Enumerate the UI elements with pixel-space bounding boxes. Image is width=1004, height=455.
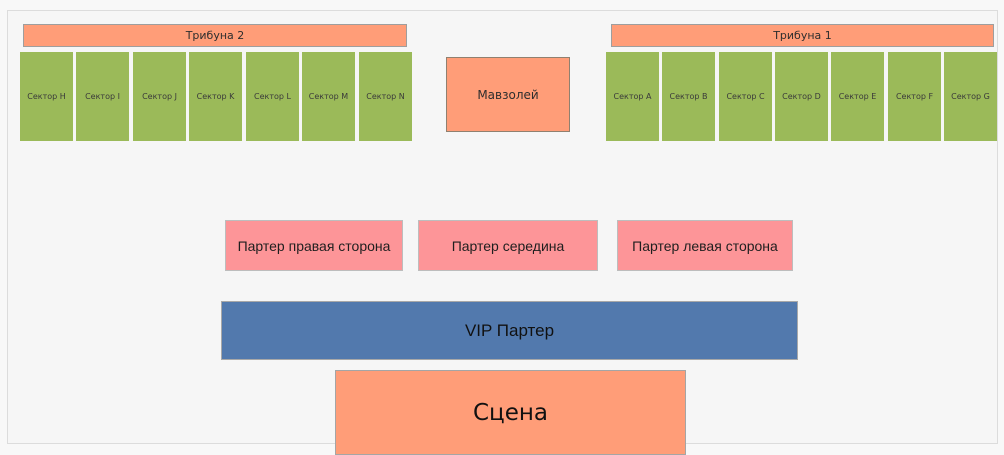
sector-n[interactable]: Сектор N xyxy=(359,52,412,141)
sector-m[interactable]: Сектор M xyxy=(302,52,355,141)
sector-e[interactable]: Сектор E xyxy=(831,52,884,141)
parterre-left-side[interactable]: Партер левая сторона xyxy=(617,220,793,271)
tribune-1-header: Трибуна 1 xyxy=(611,24,994,47)
vip-parterre[interactable]: VIP Партер xyxy=(221,301,798,360)
sector-j[interactable]: Сектор J xyxy=(133,52,186,141)
parterre-middle[interactable]: Партер середина xyxy=(418,220,598,271)
sector-l[interactable]: Сектор L xyxy=(246,52,299,141)
tribune-2-header: Трибуна 2 xyxy=(23,24,407,47)
sector-g[interactable]: Сектор G xyxy=(944,52,997,141)
sector-b[interactable]: Сектор B xyxy=(662,52,715,141)
sector-a[interactable]: Сектор A xyxy=(606,52,659,141)
sector-c[interactable]: Сектор C xyxy=(719,52,772,141)
sector-d[interactable]: Сектор D xyxy=(775,52,828,141)
sector-f[interactable]: Сектор F xyxy=(888,52,941,141)
sector-i[interactable]: Сектор I xyxy=(76,52,129,141)
sector-k[interactable]: Сектор K xyxy=(189,52,242,141)
sector-h[interactable]: Сектор H xyxy=(20,52,73,141)
venue-map-frame: Трибуна 2 Трибуна 1 Сектор H Сектор I Се… xyxy=(7,10,998,455)
parterre-right-side[interactable]: Партер правая сторона xyxy=(225,220,403,271)
stage-block: Сцена xyxy=(335,370,686,455)
mausoleum-block: Мавзолей xyxy=(446,57,570,132)
